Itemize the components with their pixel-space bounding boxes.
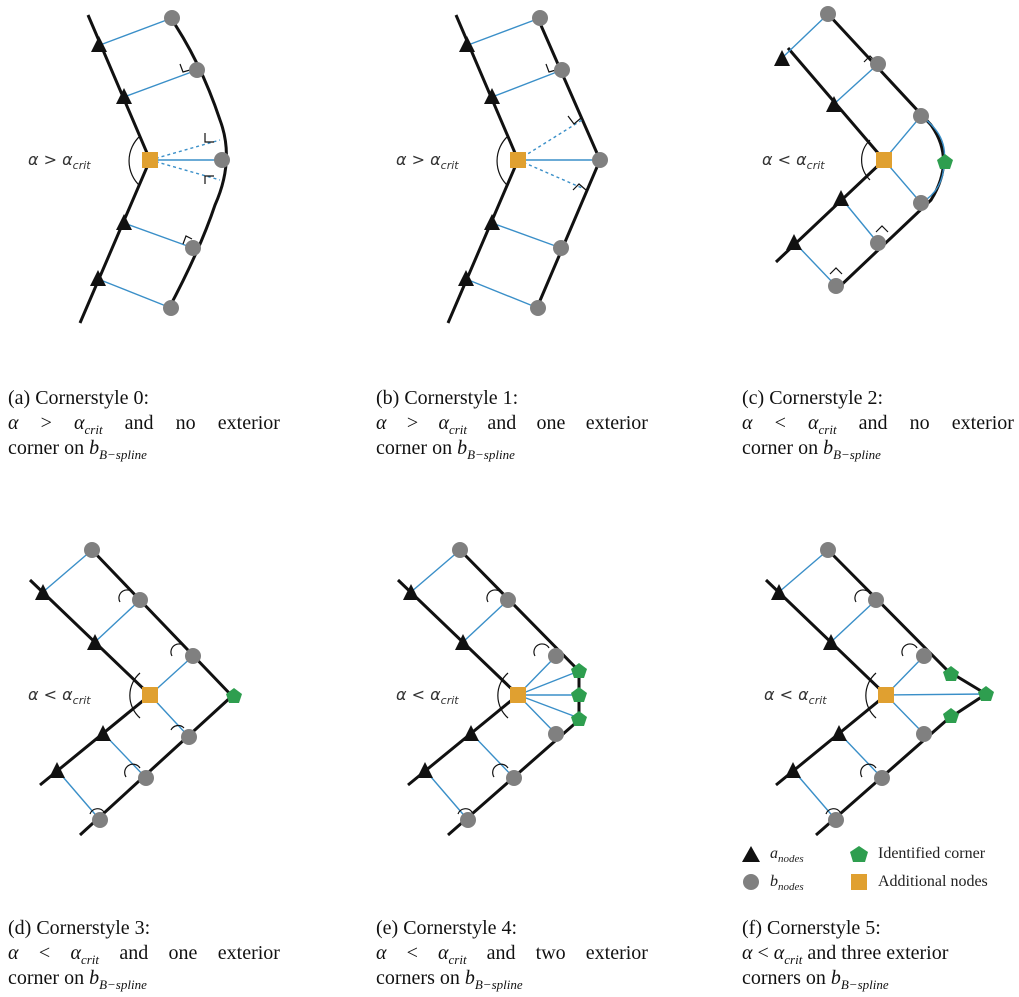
- alpha-arc: [497, 672, 509, 719]
- angle-marks: [825, 589, 918, 815]
- legend-identified-corner-label: Identified corner: [878, 845, 986, 862]
- identified-corner: [226, 688, 242, 703]
- a-nodes: [90, 36, 132, 286]
- panel-d-diagram: [28, 542, 242, 837]
- panel-f: α < αcrit (f) Cornerstyle 5: α < αcrit a…: [736, 530, 1019, 997]
- square-icon: [851, 874, 867, 890]
- additional-node: [142, 687, 158, 703]
- additional-node: [510, 152, 526, 168]
- connectors: [97, 17, 222, 309]
- b-nodes: [820, 542, 932, 828]
- b-nodes: [452, 542, 564, 828]
- additional-node: [878, 687, 894, 703]
- caption-f: (f) Cornerstyle 5: α < αcrit and three e…: [742, 917, 949, 992]
- alpha-arc: [496, 135, 509, 187]
- right-angle-marks: [179, 63, 214, 245]
- identified-corner: [937, 154, 953, 169]
- additional-node: [510, 687, 526, 703]
- panel-f-diagram: [764, 542, 994, 837]
- b-spline-curve: [815, 548, 989, 837]
- additional-node: [876, 152, 892, 168]
- angle-marks: [457, 589, 550, 815]
- b-nodes: [84, 542, 201, 828]
- a-nodes: [35, 584, 111, 778]
- legend-additional-nodes: Additional nodes: [848, 872, 988, 892]
- panel-a-diagram: [78, 10, 230, 324]
- alpha-arc: [128, 135, 141, 187]
- legend-b-nodes-label: bnodes: [770, 873, 804, 893]
- a-nodes: [458, 36, 500, 286]
- additional-node: [142, 152, 158, 168]
- connectors: [465, 17, 600, 309]
- a-nodes: [403, 584, 479, 778]
- alpha-label: α < αcrit: [28, 685, 91, 707]
- pentagon-icon: [850, 846, 868, 862]
- angle-marks: [89, 589, 187, 815]
- legend-a-nodes-label: anodes: [770, 845, 804, 865]
- alpha-label: α < αcrit: [762, 150, 825, 172]
- panel-b-diagram: [446, 10, 608, 324]
- a-nodes: [771, 584, 847, 778]
- legend-additional-nodes-label: Additional nodes: [878, 873, 988, 890]
- alpha-label: α < αcrit: [396, 685, 459, 707]
- b-nodes: [530, 10, 608, 316]
- alpha-label: α > αcrit: [28, 150, 91, 172]
- b-nodes: [163, 10, 230, 316]
- panel-e-diagram: [396, 542, 587, 837]
- b-nodes: [820, 6, 929, 294]
- legend-a-nodes: anodes: [740, 844, 804, 865]
- legend-b-nodes: bnodes: [740, 872, 804, 893]
- alpha-arc: [865, 672, 877, 719]
- alpha-label: α > αcrit: [396, 150, 459, 172]
- panel-c-diagram: [774, 6, 953, 294]
- b-spline-curve: [534, 13, 602, 311]
- alpha-label: α < αcrit: [764, 685, 827, 707]
- a-nodes: [774, 50, 849, 250]
- legend-identified-corner: Identified corner: [848, 844, 985, 864]
- identified-corners: [571, 663, 587, 726]
- alpha-arc: [861, 139, 871, 181]
- circle-icon: [743, 874, 759, 890]
- identified-corners: [943, 666, 994, 723]
- triangle-icon: [742, 846, 760, 862]
- legend: anodes bnodes Identified corner Addition…: [740, 838, 1010, 898]
- alpha-arc: [129, 672, 141, 719]
- right-angle-marks: [545, 63, 587, 191]
